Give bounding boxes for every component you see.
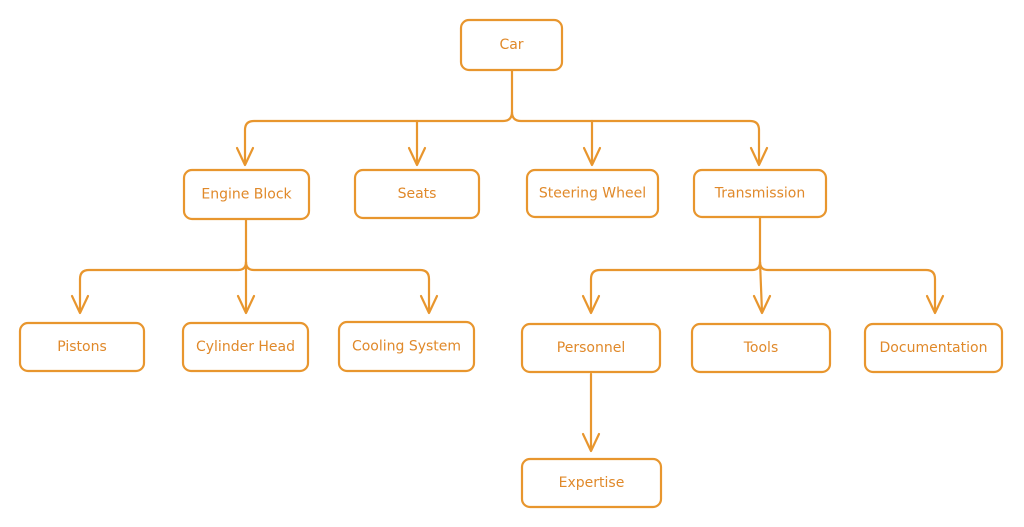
node-personnel[interactable]: Personnel	[520, 322, 662, 374]
node-seats[interactable]: Seats	[353, 168, 481, 220]
node-cylinder-head[interactable]: Cylinder Head	[181, 321, 310, 373]
arrowhead-expertise	[581, 432, 601, 453]
edges	[78, 68, 937, 452]
arrowhead-personnel	[581, 294, 601, 315]
node-tools[interactable]: Tools	[690, 322, 832, 374]
node-documentation[interactable]: Documentation	[863, 322, 1004, 374]
node-expertise[interactable]: Expertise	[520, 457, 663, 509]
node-cooling-system-label: Cooling System	[352, 339, 461, 355]
arrowhead-seats	[407, 146, 427, 167]
node-transmission-label: Transmission	[714, 186, 805, 202]
node-cylinder-head-label: Cylinder Head	[196, 339, 295, 355]
arrowhead-cooling-system	[419, 294, 439, 315]
edge-transmission-branch-right	[758, 260, 937, 314]
node-steering-wheel-label: Steering Wheel	[539, 186, 646, 202]
arrowhead-documentation	[925, 294, 945, 315]
edge-car-trunk	[243, 68, 514, 166]
arrowhead-tools	[752, 294, 772, 315]
node-pistons-label: Pistons	[57, 339, 107, 355]
edge-engine-branch-right	[244, 260, 431, 314]
edge-engine-trunk	[78, 218, 248, 314]
node-car-label: Car	[499, 37, 523, 53]
arrowhead-pistons	[70, 294, 90, 315]
arrowhead-steering-wheel	[582, 146, 602, 167]
node-pistons[interactable]: Pistons	[18, 321, 146, 373]
node-expertise-label: Expertise	[559, 475, 625, 491]
node-transmission[interactable]: Transmission	[692, 168, 828, 219]
node-cooling-system[interactable]: Cooling System	[337, 320, 476, 373]
node-tools-label: Tools	[743, 340, 779, 356]
node-car[interactable]: Car	[459, 18, 564, 72]
node-seats-label: Seats	[398, 186, 437, 202]
node-steering-wheel[interactable]: Steering Wheel	[525, 168, 660, 219]
arrowhead-cylinder-head	[236, 294, 256, 315]
edge-transmission-tools	[758, 260, 764, 314]
node-documentation-label: Documentation	[880, 340, 988, 356]
node-engine-block-label: Engine Block	[201, 187, 292, 203]
arrowhead-engine-block	[235, 146, 255, 167]
arrowheads	[70, 146, 945, 453]
node-engine-block[interactable]: Engine Block	[182, 168, 311, 221]
edge-car-branch-right	[510, 110, 761, 166]
edge-transmission-trunk	[589, 216, 762, 314]
arrowhead-transmission	[749, 146, 769, 167]
node-personnel-label: Personnel	[557, 340, 625, 356]
